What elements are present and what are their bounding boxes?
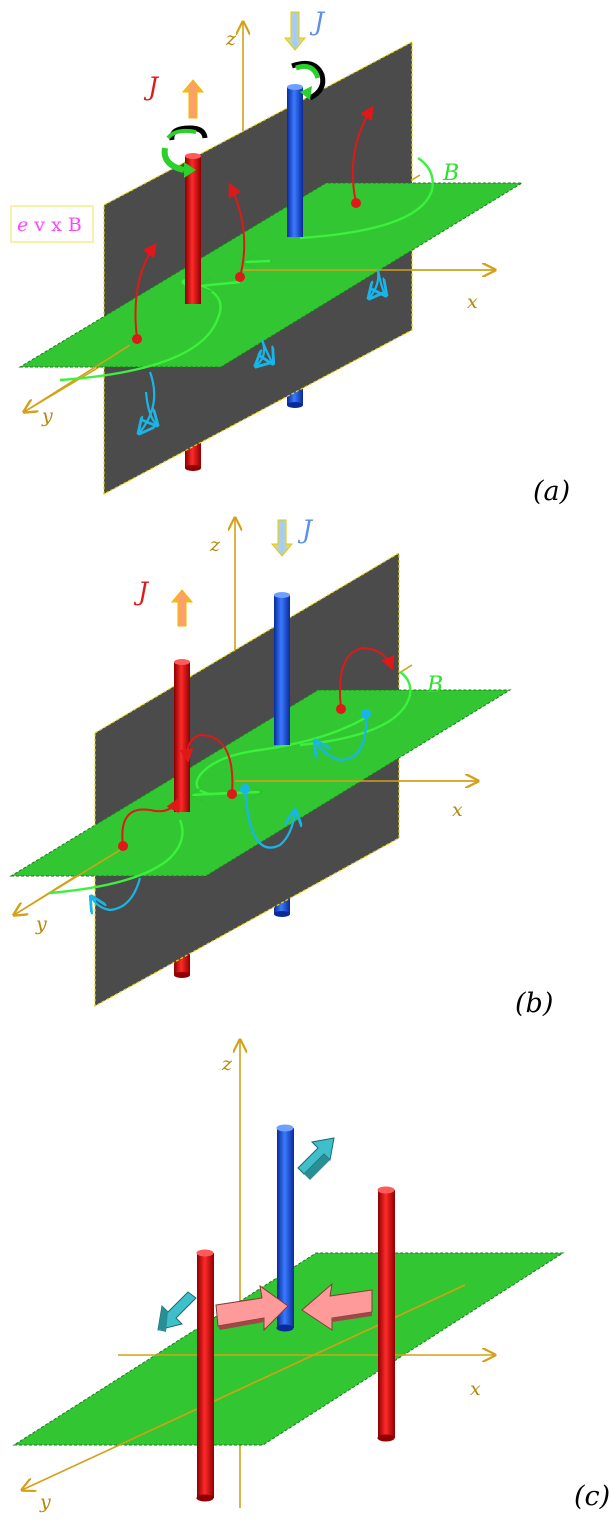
current-label-left: J (133, 577, 150, 606)
blue-wire-bottom-cap (287, 402, 303, 408)
axis-label-z: z (225, 28, 237, 50)
red-particle-trajectories (118, 646, 395, 851)
panel-tag-b: (b) (515, 988, 553, 1019)
force-arrow-outward-blue (297, 1137, 335, 1180)
blue-wire (277, 1128, 294, 1328)
y-axis-front (14, 849, 121, 915)
blue-particle-trajectories (140, 269, 385, 432)
force-arrow-attract-left (215, 1284, 289, 1332)
red-wire-right-bottom-cap (377, 1434, 395, 1442)
axis-label-z: z (221, 1053, 233, 1075)
red-particle-trajectories (132, 105, 374, 344)
field-line-right (299, 671, 412, 747)
axis-label-x: x (470, 1378, 481, 1400)
field-line-left (49, 819, 184, 895)
blue-wire-bottom-cap (276, 1324, 294, 1332)
panel-tag-c: (c) (574, 1481, 610, 1512)
blue-particle-trajectories (92, 709, 371, 910)
panel-b: z x y J J B (b) (9, 515, 553, 1019)
blue-wire-top-cap (276, 1124, 294, 1132)
force-formula-rest: v x B (28, 214, 82, 236)
panel-tag-a: (a) (533, 476, 570, 507)
red-wire-right (378, 1190, 395, 1438)
horizontal-plane (18, 182, 524, 368)
red-wire-bottom-cap (185, 465, 201, 471)
red-wire-top-cap (185, 153, 201, 159)
axis-label-x: x (467, 291, 478, 313)
axis-label-x: x (452, 799, 463, 821)
current-label-right: J (309, 7, 326, 36)
rotation-arrow-blue (291, 61, 326, 101)
current-down-arrow (283, 11, 307, 51)
field-line-top (245, 261, 271, 262)
axis-label-y: y (35, 913, 47, 935)
current-label-left: J (143, 72, 160, 101)
red-wire-right-top-cap (377, 1186, 395, 1194)
red-wire-left (197, 1253, 214, 1498)
axis-label-z: z (209, 534, 221, 556)
blue-wire-top-cap (287, 84, 303, 90)
panel-a: z x y J J B e v x B (a) (10, 7, 570, 507)
rotation-arrow-red (161, 125, 208, 178)
force-formula-box: e v x B (10, 205, 94, 243)
horizontal-plane (12, 1252, 565, 1446)
field-label: B (442, 161, 459, 186)
current-down-arrow (270, 519, 294, 557)
blue-wire (274, 595, 290, 745)
blue-wire-bottom-cap (274, 911, 290, 917)
current-up-arrow (170, 589, 194, 627)
red-wire-left-top-cap (196, 1249, 214, 1257)
force-formula-e: e (17, 214, 28, 236)
red-wire-top-cap (174, 659, 190, 665)
red-wire (185, 156, 201, 304)
current-up-arrow (181, 79, 205, 119)
blue-wire-top-cap (274, 592, 290, 598)
svg-text:e v x B: e v x B (17, 214, 82, 236)
axis-label-y: y (41, 405, 53, 427)
panel-c: z x y (c) (12, 1040, 610, 1513)
field-label: B (426, 673, 443, 698)
force-arrow-outward-left (157, 1291, 197, 1332)
current-label-right: J (297, 515, 314, 544)
red-wire-left-bottom-cap (196, 1494, 214, 1502)
field-line-right (299, 157, 434, 240)
red-wire (174, 662, 190, 812)
force-arrow-attract-right (301, 1282, 373, 1331)
red-wire-bottom-cap (174, 972, 190, 978)
field-line-mid (200, 282, 241, 286)
field-line-mid (192, 793, 231, 795)
axis-label-y: y (39, 1491, 51, 1513)
blue-wire (287, 87, 303, 237)
